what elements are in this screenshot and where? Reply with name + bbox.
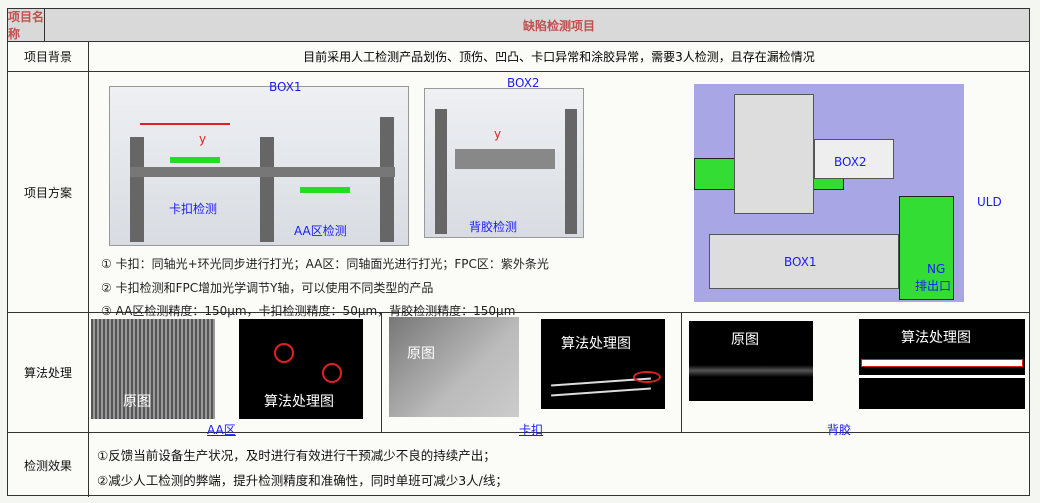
box1-title: BOX1 xyxy=(269,80,302,94)
effect-item-2: ②减少人工检测的弊端，提升检测精度和准确性，同时单班可减少3人/线； xyxy=(97,473,508,488)
box2-axis: y xyxy=(494,127,502,141)
buckle-caption: 卡扣 xyxy=(519,423,544,437)
buckle-original-image: 原图 xyxy=(389,317,519,417)
box2-caption: 背胶检测 xyxy=(469,220,518,234)
layout-box1: BOX1 xyxy=(784,255,817,269)
effect-label: 检测效果 xyxy=(8,433,89,497)
box1-drawing xyxy=(109,86,409,246)
adhesive-caption: 背胶 xyxy=(827,423,852,437)
note-3: ③ AA区检测精度：150μm，卡扣检测精度：50μm，背胶检测精度：150μm xyxy=(101,304,516,318)
box1-caption-aa: AA区检测 xyxy=(294,224,347,238)
algorithm-row: 算法处理 原图 算法处理图 AA区 原图 算法处理图 卡扣 原图 算法处理图 背… xyxy=(8,313,1029,437)
background-label: 项目背景 xyxy=(8,42,89,71)
effect-row: 检测效果 ①反馈当前设备生产状况，及时进行有效进行干预减少不良的持续产出； ②减… xyxy=(8,433,1029,497)
solution-content: BOX1 y 卡扣检测 AA区检测 BOX2 y 背胶检测 BOX2 BOX1 … xyxy=(89,72,1029,318)
effect-item-1: ①反馈当前设备生产状况，及时进行有效进行干预减少不良的持续产出； xyxy=(97,448,496,463)
note-1: ① 卡扣：同轴光+环光同步进行打光；AA区：同轴面光进行打光；FPC区：紫外条光 xyxy=(101,257,549,271)
layout-ng-exit: 排出口 xyxy=(915,279,952,293)
project-table: 项目名称 缺陷检测项目 .row .lab{width:81px}.hdr .l… xyxy=(7,8,1030,497)
background-row: 项目背景 目前采用人工检测产品划伤、顶伤、凹凸、卡口异常和涂胶异常，需要3人检测… xyxy=(8,42,1029,72)
aa-processed-image: 算法处理图 xyxy=(239,319,363,419)
solution-label: 项目方案 xyxy=(8,72,89,312)
box2-drawing xyxy=(424,88,584,238)
background-text: 目前采用人工检测产品划伤、顶伤、凹凸、卡口异常和涂胶异常，需要3人检测，且存在漏… xyxy=(303,50,815,64)
note-2: ② 卡扣检测和FPC增加光学调节Y轴，可以使用不同类型的产品 xyxy=(101,281,434,295)
adhesive-original-image: 原图 xyxy=(689,321,813,401)
layout-ng: NG xyxy=(927,262,946,276)
adhesive-processed-image: 算法处理图 xyxy=(859,319,1025,409)
box1-caption-buckle: 卡扣检测 xyxy=(169,202,218,216)
algorithm-label: 算法处理 xyxy=(8,313,89,432)
name-label: 项目名称 xyxy=(8,9,45,41)
layout-uld: ULD xyxy=(977,195,1002,209)
project-title: 缺陷检测项目 xyxy=(522,18,595,33)
solution-row: 项目方案 BOX1 y 卡扣检测 AA区检测 BOX2 y 背胶检测 BOX2 … xyxy=(8,72,1029,318)
algorithm-content: 原图 算法处理图 AA区 原图 算法处理图 卡扣 原图 算法处理图 背胶 xyxy=(89,313,1029,437)
layout-box2: BOX2 xyxy=(834,155,867,169)
layout-drawing xyxy=(694,84,964,302)
aa-caption: AA区 xyxy=(207,423,236,437)
buckle-processed-image: 算法处理图 xyxy=(541,319,665,409)
effect-content: ①反馈当前设备生产状况，及时进行有效进行干预减少不良的持续产出； ②减少人工检测… xyxy=(89,433,1029,497)
aa-original-image: 原图 xyxy=(91,319,215,419)
header-row: 项目名称 缺陷检测项目 xyxy=(8,9,1029,42)
box2-title: BOX2 xyxy=(507,76,540,90)
box1-axis: y xyxy=(199,132,207,146)
